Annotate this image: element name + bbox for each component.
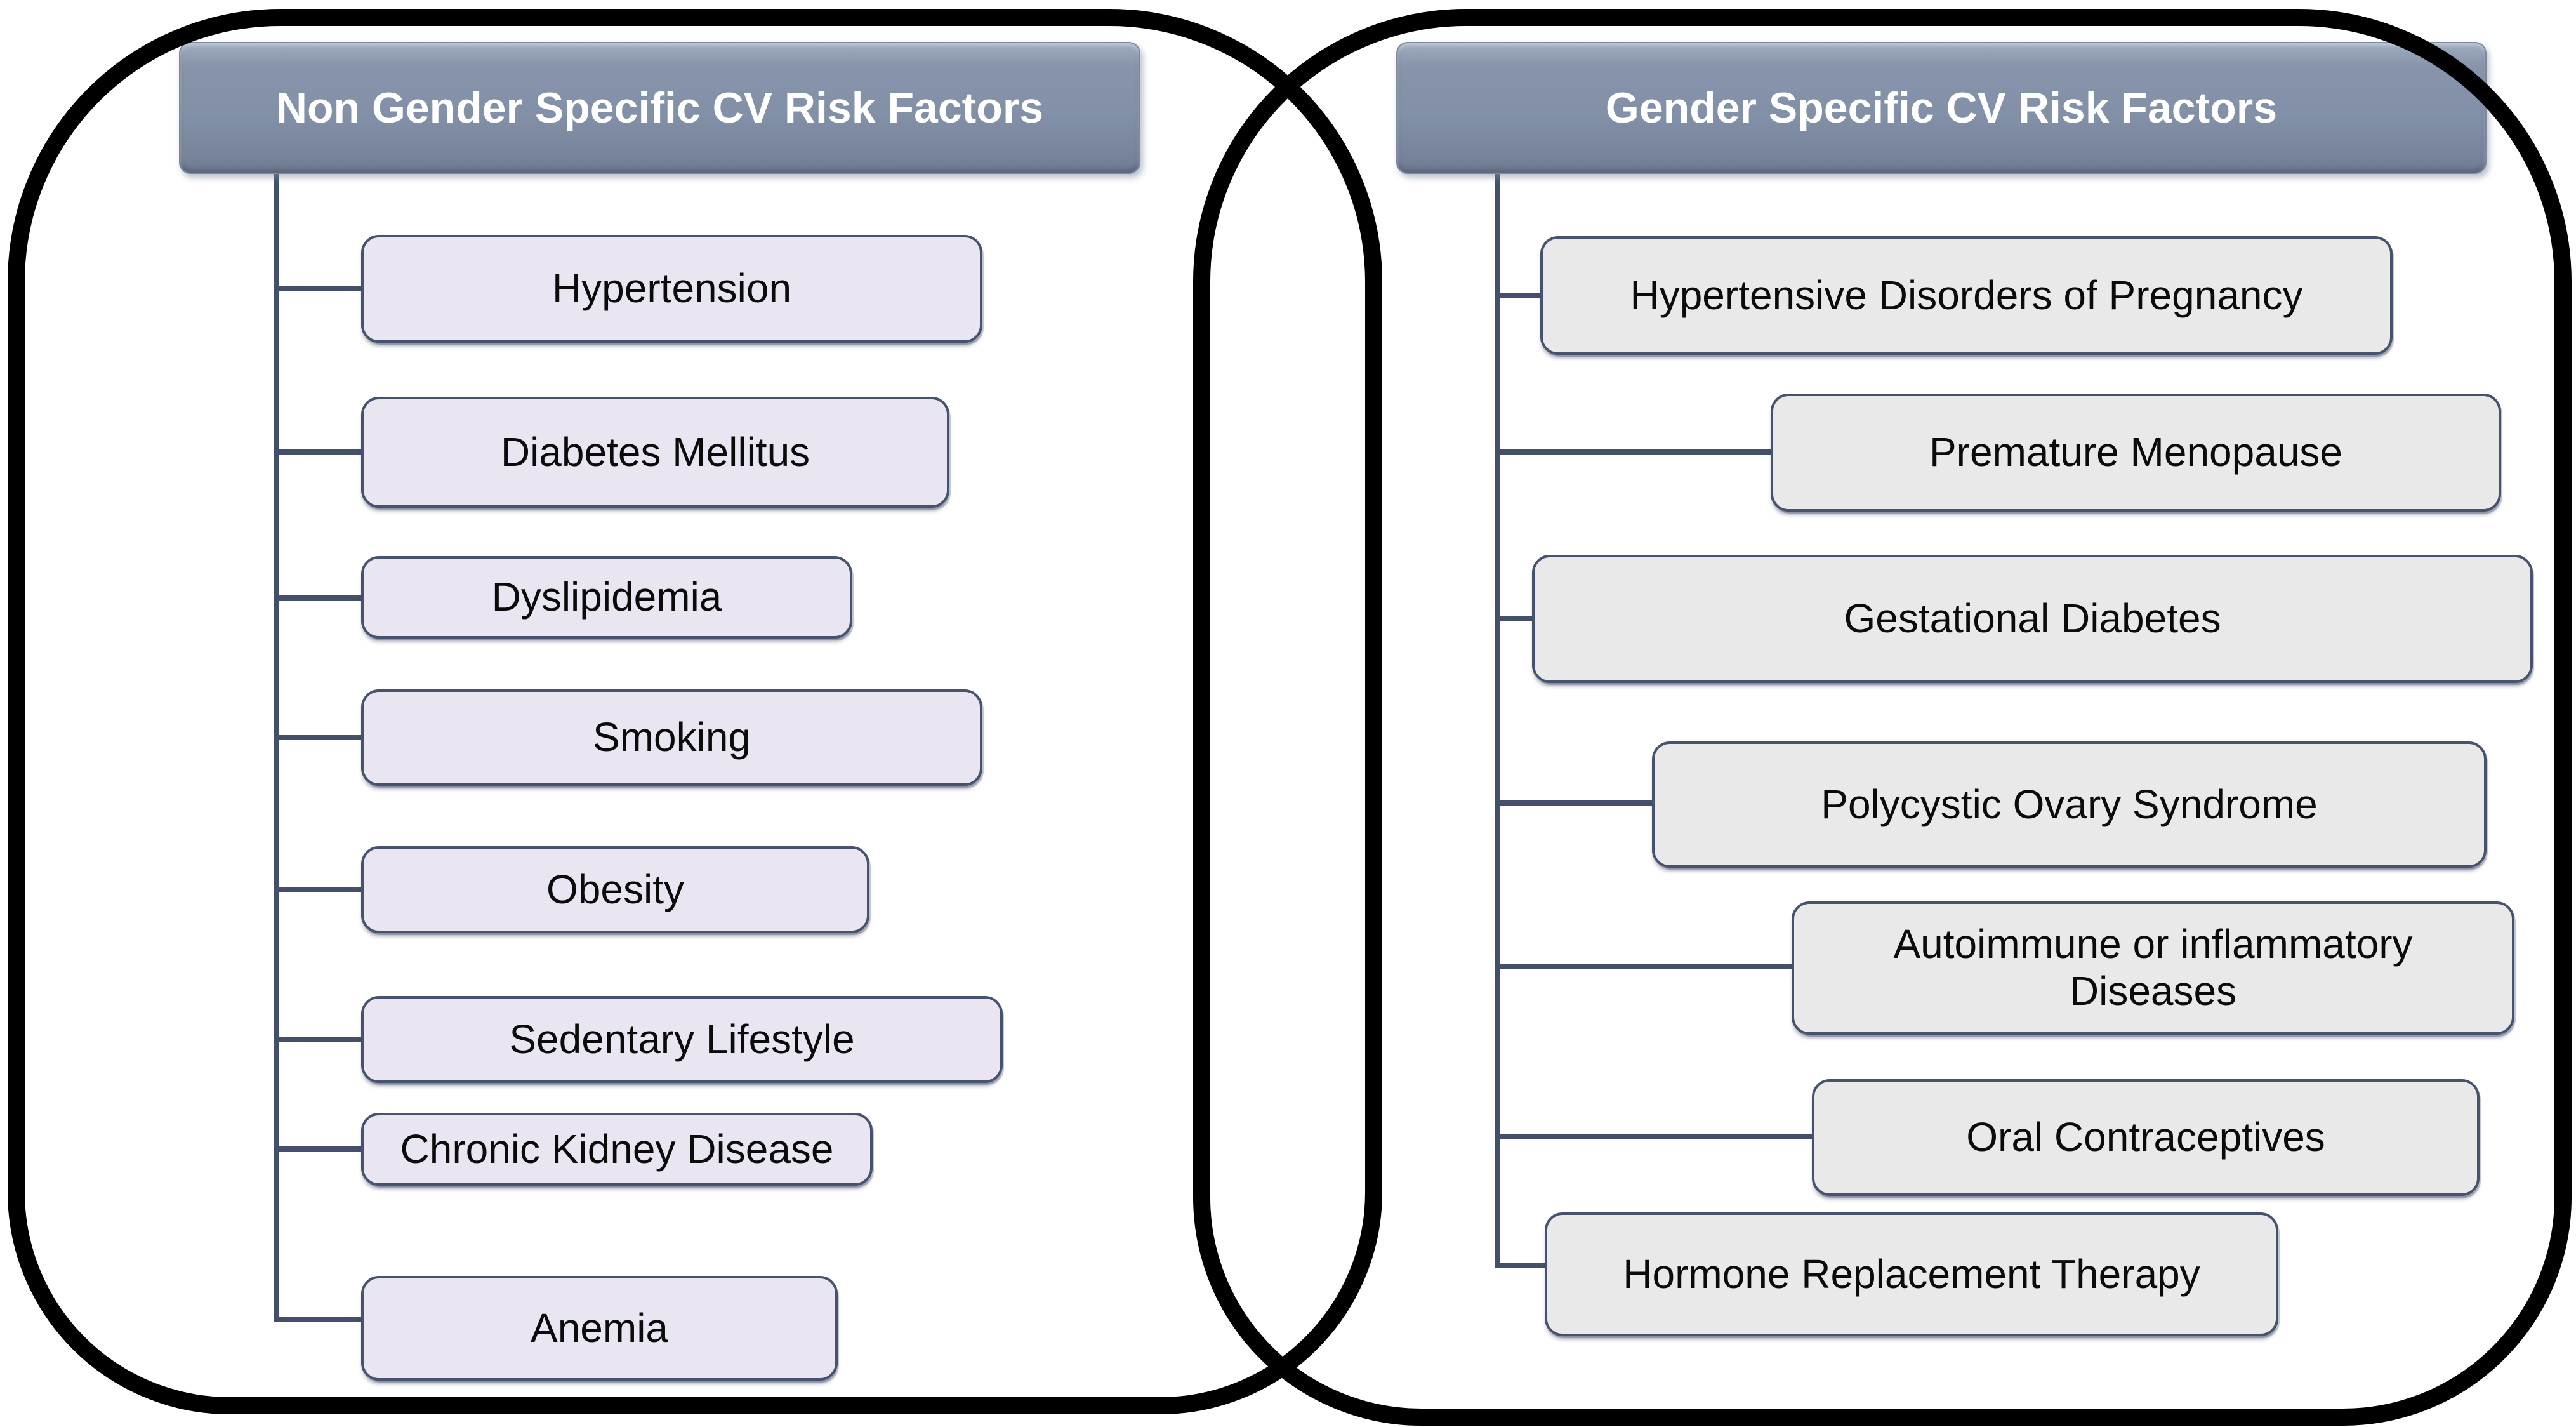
left-trunk-line (274, 174, 279, 1322)
right-panel-header: Gender Specific CV Risk Factors (1396, 42, 2487, 174)
risk-label: Autoimmune or inflammatory Diseases (1893, 921, 2413, 1014)
risk-label: Hypertension (552, 265, 792, 312)
risk-box-diabetes-mellitus: Diabetes Mellitus (361, 397, 949, 508)
risk-label: Smoking (593, 714, 751, 760)
risk-box-oral-contraceptives: Oral Contraceptives (1812, 1079, 2480, 1196)
risk-label: Dyslipidemia (491, 574, 722, 620)
right-panel-title: Gender Specific CV Risk Factors (1605, 84, 2278, 132)
risk-label: Hypertensive Disorders of Pregnancy (1630, 272, 2303, 318)
risk-box-sedentary-lifestyle: Sedentary Lifestyle (361, 996, 1003, 1083)
risk-label: Anemia (531, 1304, 668, 1351)
risk-box-dyslipidemia: Dyslipidemia (361, 556, 852, 639)
risk-label: Gestational Diabetes (1844, 595, 2221, 642)
risk-label: Obesity (546, 866, 684, 912)
risk-box-anemia: Anemia (361, 1276, 838, 1381)
right-branch-oral-contraceptives (1498, 1134, 1812, 1139)
right-branch-autoimmune (1498, 964, 1792, 969)
right-branch-hdp (1498, 293, 1540, 298)
left-branch-ckd (276, 1146, 361, 1152)
left-panel-title: Non Gender Specific CV Risk Factors (275, 84, 1044, 132)
risk-box-premature-menopause: Premature Menopause (1771, 394, 2501, 512)
risk-box-chronic-kidney-disease: Chronic Kidney Disease (361, 1113, 873, 1186)
right-branch-pcos (1498, 800, 1652, 806)
left-branch-hypertension (276, 286, 361, 291)
right-trunk-line (1495, 174, 1500, 1268)
right-branch-hrt (1498, 1263, 1545, 1268)
left-branch-dyslipidemia (276, 595, 361, 601)
risk-label: Sedentary Lifestyle (509, 1016, 855, 1062)
left-branch-anemia (276, 1317, 361, 1322)
risk-label: Oral Contraceptives (1966, 1114, 2325, 1160)
risk-label: Chronic Kidney Disease (400, 1125, 834, 1172)
right-branch-premature-menopause (1498, 449, 1771, 455)
risk-label: Polycystic Ovary Syndrome (1821, 781, 2318, 827)
left-branch-diabetes (276, 449, 361, 455)
risk-box-autoimmune-inflammatory: Autoimmune or inflammatory Diseases (1792, 901, 2514, 1035)
risk-box-obesity: Obesity (361, 846, 869, 933)
left-branch-obesity (276, 887, 361, 892)
risk-box-polycystic-ovary-syndrome: Polycystic Ovary Syndrome (1652, 741, 2487, 868)
left-branch-smoking (276, 735, 361, 740)
risk-label: Hormone Replacement Therapy (1623, 1251, 2200, 1297)
risk-box-hormone-replacement-therapy: Hormone Replacement Therapy (1545, 1212, 2278, 1336)
risk-box-hypertension: Hypertension (361, 235, 982, 343)
left-branch-sedentary (276, 1037, 361, 1042)
risk-box-smoking: Smoking (361, 689, 982, 786)
risk-box-gestational-diabetes: Gestational Diabetes (1532, 555, 2533, 683)
risk-box-hypertensive-disorders-pregnancy: Hypertensive Disorders of Pregnancy (1540, 236, 2393, 355)
risk-label: Diabetes Mellitus (500, 428, 810, 475)
left-panel-header: Non Gender Specific CV Risk Factors (179, 42, 1140, 174)
right-branch-gestational-diabetes (1498, 616, 1532, 621)
risk-label: Premature Menopause (1929, 429, 2343, 475)
